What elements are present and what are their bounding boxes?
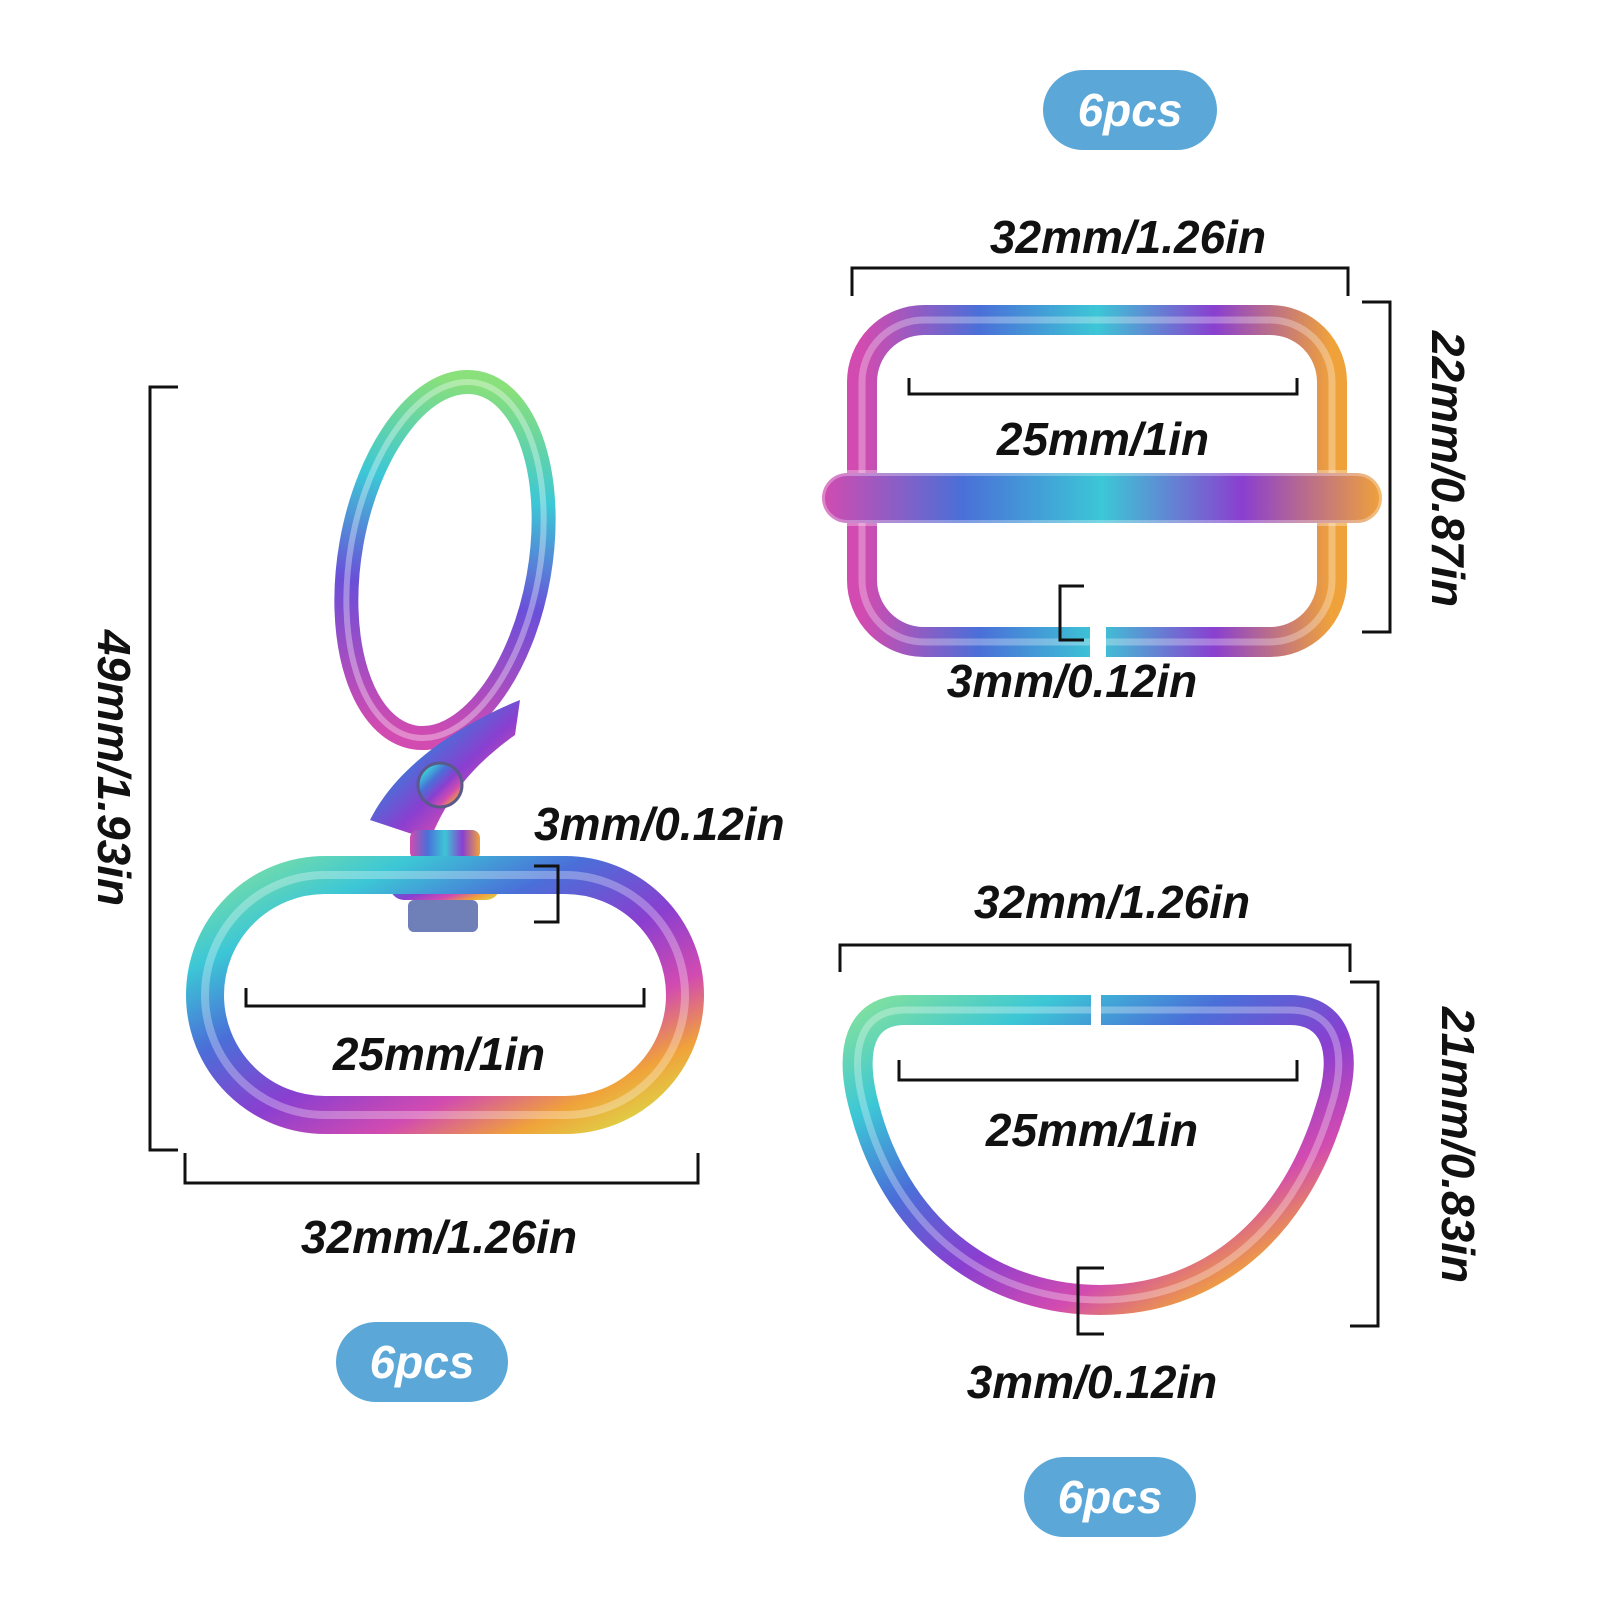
slider-thickness-bracket [1058, 584, 1084, 642]
d-ring-height-bracket [1350, 980, 1380, 1328]
clasp-quantity-badge: 6pcs [336, 1322, 508, 1402]
d-ring-width-label: 32mm/1.26in [974, 876, 1250, 928]
slider-buckle-group: 6pcs 32mm/1.26in 25mm/1in 22mm/0.87in 3m… [819, 70, 1474, 707]
clasp-inner-width-label: 25mm/1in [332, 1028, 545, 1080]
clasp-width-bracket [183, 1153, 700, 1185]
d-ring-image [842, 990, 1354, 1316]
clasp-width-label: 32mm/1.26in [301, 1211, 577, 1263]
slider-width-label: 32mm/1.26in [990, 211, 1266, 263]
clasp-thickness-bracket [534, 864, 560, 924]
slider-height-bracket [1362, 300, 1392, 634]
clasp-height-label: 49mm/1.93in [88, 629, 140, 906]
slider-buckle-image [819, 305, 1385, 660]
clasp-quantity-label: 6pcs [370, 1336, 475, 1388]
d-ring-thickness-label: 3mm/0.12in [967, 1356, 1218, 1408]
d-ring-quantity-badge: 6pcs [1024, 1457, 1196, 1537]
d-ring-inner-width-label: 25mm/1in [985, 1104, 1198, 1156]
swivel-clasp-group: 49mm/1.93in 32mm/1.26in 25mm/1in 3mm/0.1… [88, 369, 785, 1402]
slider-width-bracket [850, 266, 1350, 296]
slider-height-label: 22mm/0.87in [1422, 330, 1474, 607]
slider-quantity-badge: 6pcs [1043, 70, 1217, 150]
slider-quantity-label: 6pcs [1078, 84, 1183, 136]
d-ring-width-bracket [838, 943, 1352, 972]
d-ring-thickness-bracket [1076, 1266, 1104, 1336]
d-ring-group: 32mm/1.26in 25mm/1in 21mm/0.83in 3mm/0.1… [838, 876, 1484, 1537]
slider-thickness-label: 3mm/0.12in [947, 655, 1198, 707]
clasp-thickness-label: 3mm/0.12in [534, 798, 785, 850]
d-ring-inner-width-bracket [897, 1060, 1299, 1082]
slider-inner-width-label: 25mm/1in [996, 413, 1209, 465]
swivel-clasp-image [186, 369, 704, 1134]
clasp-height-bracket [148, 385, 178, 1152]
clasp-inner-width-bracket [244, 988, 646, 1008]
d-ring-height-label: 21mm/0.83in [1432, 1006, 1484, 1283]
d-ring-quantity-label: 6pcs [1058, 1471, 1163, 1523]
slider-inner-width-bracket [907, 378, 1299, 396]
